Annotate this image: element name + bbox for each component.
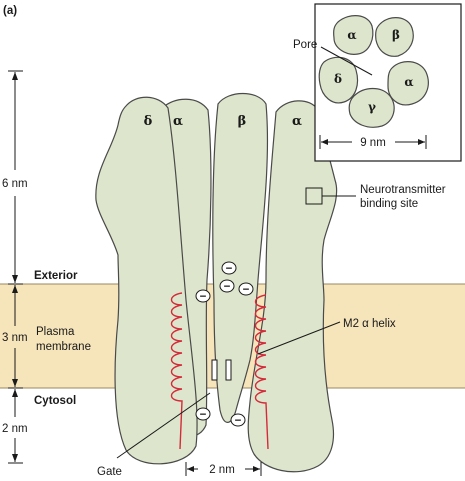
pore-width-arrow-right (253, 466, 260, 472)
subunit-label-delta: δ (144, 114, 153, 129)
gate-bar-right (225, 359, 232, 381)
m2-helix-leader-line (257, 321, 341, 355)
top-label-delta: δ (334, 72, 342, 86)
height-3nm-label: 3 nm (2, 332, 28, 344)
svg-text:−: − (235, 415, 242, 427)
ion-4 (195, 289, 211, 303)
ions (195, 261, 254, 427)
exterior-label: Exterior (34, 270, 78, 282)
svg-text:−: − (243, 284, 250, 296)
ion-6 (230, 413, 246, 427)
subunit-alpha-right (247, 100, 338, 473)
top-subunit-alpha-right (387, 61, 429, 106)
pore-width-label: 2 nm (209, 464, 235, 476)
ring-width-arrow-left (321, 139, 328, 145)
binding-site-label-line1: Neurotransmitter (360, 184, 446, 196)
height-scale (8, 70, 23, 464)
cytosol-label: Cytosol (34, 395, 76, 407)
height-scale-arrowheads (12, 72, 18, 462)
m2-helix-left (170, 292, 183, 450)
subunit-label-alpha-right: α (292, 114, 302, 129)
subunit-label-beta: β (238, 114, 247, 129)
gate-leader-line (116, 392, 211, 459)
subunit-label-alpha-left: α (173, 114, 183, 129)
plasma-membrane-label-line2: membrane (36, 341, 91, 353)
receptor-side-view (95, 92, 338, 473)
pore-label: Pore (293, 39, 317, 51)
ion-charges: − − − − − − (200, 263, 250, 427)
top-view-subunits (318, 15, 429, 128)
gate-label: Gate (97, 466, 122, 478)
m2-helix-label: M2 α helix (343, 318, 396, 330)
svg-text:−: − (200, 409, 207, 421)
top-label-gamma: γ (368, 100, 376, 114)
height-6nm-label: 6 nm (2, 178, 28, 190)
gate-bar-left (211, 359, 218, 381)
height-2nm-label: 2 nm (2, 423, 28, 435)
svg-text:−: − (226, 263, 233, 275)
ring-width-label: 9 nm (360, 137, 386, 149)
top-label-alpha-top: α (347, 28, 356, 42)
top-label-beta: β (392, 28, 400, 42)
panel-label: (a) (3, 5, 17, 17)
ion-5 (195, 407, 211, 421)
m2-helix-right (254, 294, 269, 450)
ion-2 (238, 282, 254, 296)
pore-leader-line (320, 46, 373, 76)
svg-text:−: − (200, 291, 207, 303)
top-subunit-gamma (348, 87, 395, 128)
top-subunit-beta (375, 17, 414, 57)
svg-text:−: − (224, 281, 231, 293)
ring-width-arrow-right (418, 139, 425, 145)
subunit-beta (212, 92, 269, 423)
plasma-membrane-label-line1: Plasma (36, 326, 75, 338)
binding-site-label-line2: binding site (360, 198, 418, 210)
top-subunit-delta (318, 56, 359, 104)
ion-1 (221, 261, 237, 275)
top-subunit-alpha-top (333, 15, 374, 55)
ion-3 (219, 279, 235, 293)
pore-width-arrow-left (187, 466, 194, 472)
top-label-alpha-right: α (404, 75, 413, 89)
